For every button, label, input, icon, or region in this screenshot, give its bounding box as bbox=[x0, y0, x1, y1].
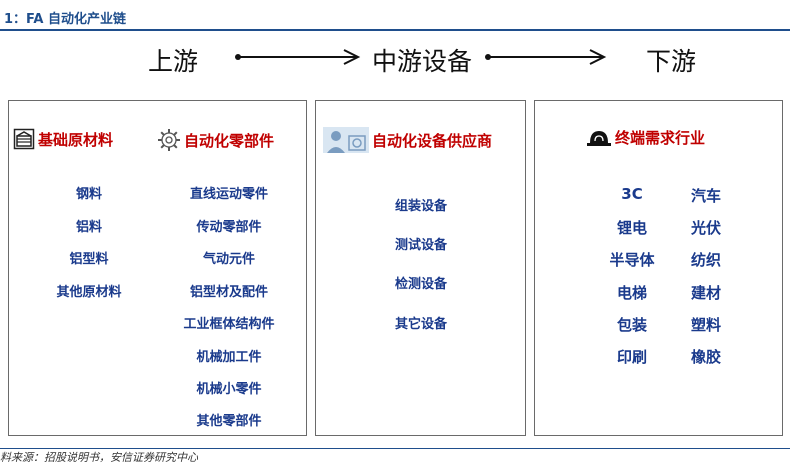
raw-materials-title: 基础原材料 bbox=[38, 130, 114, 149]
gear-icon bbox=[158, 129, 180, 151]
source-note: 料来源：招股说明书，安信证券研究中心 bbox=[0, 451, 198, 464]
industry-item: 包装 bbox=[616, 316, 648, 334]
component-item: 工业框体结构件 bbox=[183, 317, 275, 332]
industry-item: 汽车 bbox=[690, 187, 722, 205]
component-item: 直线运动零件 bbox=[189, 187, 269, 202]
equipment-item: 其它设备 bbox=[394, 317, 448, 332]
industries-header: 终端需求行业 bbox=[586, 127, 705, 148]
title-divider bbox=[0, 29, 790, 31]
industry-item: 橡胶 bbox=[690, 348, 722, 366]
stage-upstream: 上游 bbox=[148, 47, 199, 76]
component-item: 机械小零件 bbox=[196, 382, 262, 397]
equipment-item: 组装设备 bbox=[394, 199, 448, 214]
industry-item: 塑料 bbox=[690, 316, 722, 334]
industry-item: 锂电 bbox=[616, 219, 648, 237]
raw-materials-header: 基础原材料 bbox=[13, 128, 113, 150]
industry-item: 3C bbox=[621, 185, 643, 203]
component-item: 气动元件 bbox=[202, 252, 256, 267]
figure-title: 1：FA 自动化产业链 bbox=[4, 12, 127, 27]
component-item: 传动零部件 bbox=[196, 220, 262, 235]
arrow-right-icon bbox=[485, 49, 607, 65]
raw-material-item: 其他原材料 bbox=[56, 285, 122, 300]
components-header: 自动化零部件 bbox=[157, 128, 274, 152]
component-item: 其他零部件 bbox=[196, 414, 262, 429]
stage-downstream: 下游 bbox=[646, 47, 697, 76]
downstream-panel: 终端需求行业 3C 锂电 半导体 电梯 包装 印刷 汽车 光伏 纺织 建材 塑料… bbox=[534, 100, 783, 436]
equipment-item: 测试设备 bbox=[394, 238, 448, 253]
footer-divider bbox=[0, 448, 790, 449]
industry-item: 纺织 bbox=[690, 251, 722, 269]
equipment-item: 检测设备 bbox=[394, 277, 448, 292]
midstream-panel: 自动化设备供应商 组装设备 测试设备 检测设备 其它设备 bbox=[315, 100, 526, 436]
industry-item: 电梯 bbox=[616, 284, 648, 302]
suppliers-header: 自动化设备供应商 bbox=[323, 127, 492, 153]
component-item: 铝型材及配件 bbox=[189, 285, 269, 300]
components-title: 自动化零部件 bbox=[184, 131, 275, 150]
helmet-icon bbox=[587, 130, 611, 146]
industry-item: 印刷 bbox=[616, 348, 648, 366]
component-item: 机械加工件 bbox=[196, 350, 262, 365]
industries-title: 终端需求行业 bbox=[615, 129, 706, 147]
raw-material-item: 钢料 bbox=[75, 187, 103, 202]
engineer-icon bbox=[323, 127, 369, 153]
arrow-right-icon bbox=[235, 49, 361, 65]
raw-material-item: 铝料 bbox=[75, 220, 103, 235]
industry-item: 光伏 bbox=[690, 219, 722, 237]
raw-material-item: 铝型料 bbox=[69, 252, 109, 267]
industry-item: 建材 bbox=[690, 284, 722, 302]
upstream-panel: 基础原材料 自动化零部件 钢料 铝料 铝型料 其他原材料 直线运动零件 传动零部… bbox=[8, 100, 307, 436]
suppliers-title: 自动化设备供应商 bbox=[372, 131, 493, 150]
industry-item: 半导体 bbox=[609, 251, 655, 269]
stage-midstream: 中游设备 bbox=[372, 47, 473, 76]
factory-icon bbox=[13, 128, 35, 150]
